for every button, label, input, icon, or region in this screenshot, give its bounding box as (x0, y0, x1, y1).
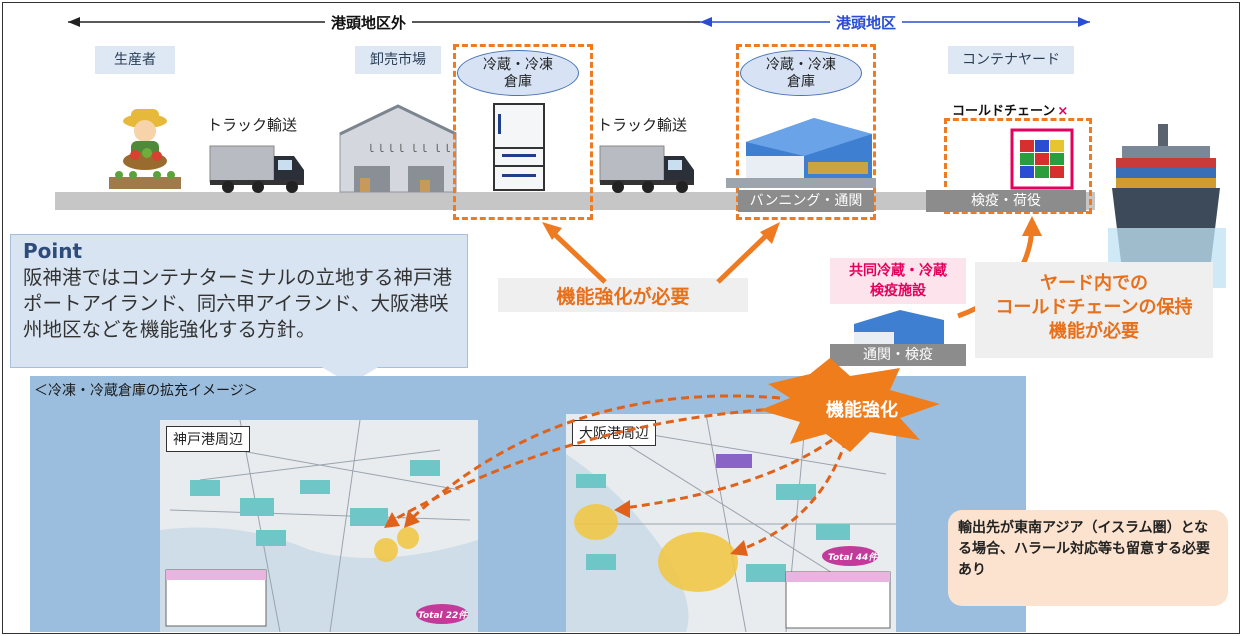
function-needed-band (498, 278, 748, 312)
customs-quarantine-bar: 通関・検疫 (830, 344, 966, 366)
market-building-icon: ｌｌｌｌ ｌｌ ｌｌ (339, 104, 457, 193)
function-needed-text: 機能強化が必要 (556, 286, 690, 308)
container-stack-icon (1010, 128, 1074, 190)
producer-label: 生産者 (95, 46, 175, 74)
vanning-customs-bar: バンニング・通関 (738, 190, 874, 212)
outside-port-arrow-head (68, 17, 80, 27)
truck-transport-label-1: トラック輸送 (207, 116, 298, 134)
port-arrow-head-right (1078, 17, 1090, 27)
cold-storage-ellipse-1: 冷蔵・冷凍 倉庫 (457, 50, 579, 96)
osaka-total: Total 44件 (828, 553, 878, 563)
port-arrow-head-left (700, 17, 712, 27)
joint-facility-label: 共同冷蔵・冷蔵 検疫施設 (830, 258, 966, 304)
wholesale-market-label: 卸売市場 (355, 46, 441, 74)
cold-storage-box-2 (736, 44, 876, 220)
kobe-map: 神戸港周辺 Total 22件 (160, 420, 478, 632)
outside-port-title: 港頭地区外 (325, 12, 413, 33)
cold-storage-box-1 (453, 44, 593, 220)
truck-icon-2 (599, 145, 694, 193)
container-yard-box (944, 118, 1092, 214)
strengthen-burst (760, 358, 940, 452)
svg-text:ｌｌｌｌ ｌｌ ｌｌ: ｌｌｌｌ ｌｌ ｌｌ (366, 143, 452, 155)
strengthen-text: 機能強化 (826, 400, 898, 421)
container-yard-label: コンテナヤード (948, 46, 1074, 74)
cold-chain-label: コールドチェーン× (952, 104, 1069, 119)
yard-cold-chain-text: ヤード内での コールドチェーンの保持 機能が必要 (995, 273, 1193, 342)
kobe-map-label: 神戸港周辺 (166, 426, 250, 452)
halal-note: 輸出先が東南アジア（イスラム圏）となる場合、ハラール対応等も留意する必要あり (948, 510, 1228, 606)
refrigerator-icon (493, 103, 545, 191)
cold-storage-ellipse-2: 冷蔵・冷凍 倉庫 (740, 50, 862, 96)
farmer-illustration (109, 109, 181, 189)
kobe-map-graphic (160, 420, 478, 632)
point-box: Point 阪神港ではコンテナターミナルの立地する神戸港ポートアイランド、同六甲… (10, 234, 468, 368)
point-title: Point (23, 239, 83, 263)
truck-icon-1 (209, 145, 304, 193)
port-area-title: 港頭地区 (830, 12, 903, 33)
point-pointer (320, 366, 380, 384)
osaka-map-label: 大阪港周辺 (572, 420, 656, 446)
warehouse-building-icon (726, 118, 876, 188)
osaka-map-graphic (566, 414, 896, 632)
yard-cold-chain-band (975, 262, 1213, 358)
kobe-total: Total 22件 (418, 611, 468, 621)
truck-transport-label-2: トラック輸送 (597, 116, 688, 134)
quarantine-handling-bar: 検疫・荷役 (926, 190, 1086, 212)
lower-title: ＜冷凍・冷蔵倉庫の拡充イメージ＞ (34, 383, 258, 399)
osaka-map: 大阪港周辺 Total 44件 (566, 414, 896, 632)
point-text: 阪神港ではコンテナターミナルの立地する神戸港ポートアイランド、同六甲アイランド、… (23, 266, 453, 341)
